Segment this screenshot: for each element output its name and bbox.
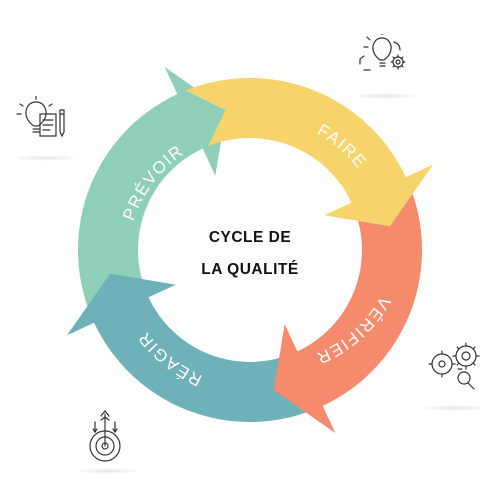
gears-magnifier-icon (428, 340, 488, 394)
segment-faire (185, 77, 434, 227)
target-arrow-icon (80, 406, 130, 464)
segment-prevoir (77, 66, 227, 315)
lightbulb-gear-icon (350, 32, 410, 84)
segment-reagir (66, 273, 315, 423)
cycle-title: CYCLE DE LA QUALITÉ (150, 222, 350, 286)
segment-verifier (273, 185, 423, 434)
cycle-title-line2: LA QUALITÉ (201, 261, 299, 278)
lightbulb-notes-icon (10, 95, 72, 150)
cycle-title-line1: CYCLE DE (208, 229, 292, 246)
